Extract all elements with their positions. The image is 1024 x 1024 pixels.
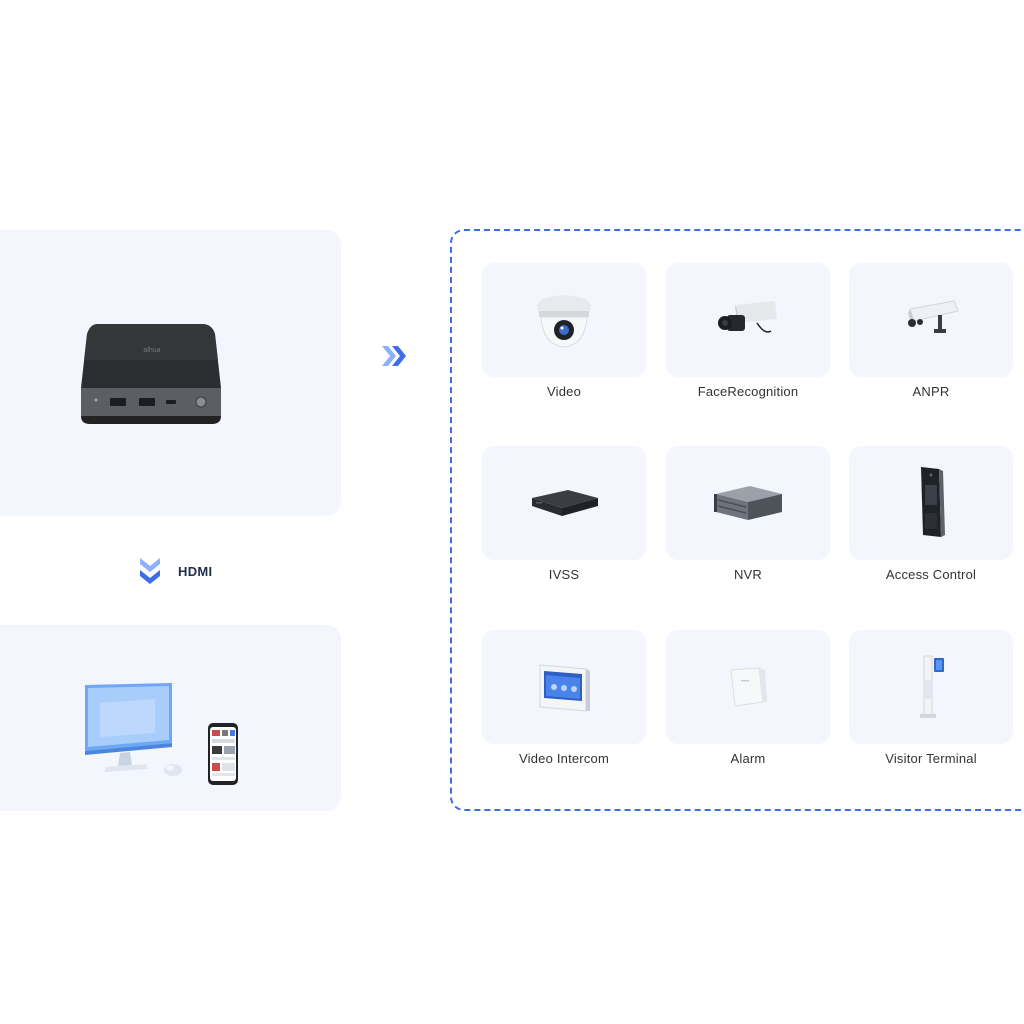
device-label: NVR — [733, 567, 763, 582]
alarm-hub-icon — [730, 667, 767, 707]
device-label: ANPR — [912, 384, 950, 399]
box-camera-icon — [718, 301, 777, 333]
nvr-rack-icon — [714, 486, 782, 520]
device-label: Visitor Terminal — [885, 751, 977, 766]
access-control-terminal-icon — [921, 467, 945, 537]
client-panel — [0, 625, 341, 811]
connected-devices-frame — [450, 229, 1024, 811]
hdmi-label: HDMI — [178, 563, 213, 579]
device-tile-access-control: Access Control — [849, 446, 1013, 582]
svg-text:alhua: alhua — [143, 347, 160, 354]
server-panel: alhua — [0, 230, 341, 516]
device-label: FaceRecognition — [697, 384, 799, 399]
dome-camera-icon — [537, 295, 591, 348]
device-tile-visitor-terminal: Visitor Terminal — [849, 630, 1013, 766]
device-label: Access Control — [885, 567, 977, 582]
device-tile-face-recognition: FaceRecognition — [666, 263, 830, 399]
device-label: Alarm — [730, 751, 766, 766]
double-chevron-down-icon — [140, 558, 160, 584]
device-tile-video: Video — [482, 263, 646, 399]
hdmi-connection: HDMI — [138, 556, 212, 586]
device-label: IVSS — [548, 567, 580, 582]
double-chevron-right-icon — [382, 346, 406, 366]
device-label: Video Intercom — [519, 751, 609, 766]
device-tile-ivss: IVSS — [482, 446, 646, 582]
device-tile-video-intercom: Video Intercom — [482, 630, 646, 766]
ivss-unit-icon — [532, 490, 598, 516]
device-tile-alarm: Alarm — [666, 630, 830, 766]
monitor-icon — [85, 683, 182, 776]
mini-pc-icon: alhua — [81, 324, 221, 424]
device-tile-anpr: ANPR — [849, 263, 1013, 399]
device-tile-nvr: NVR — [666, 446, 830, 582]
intercom-monitor-icon — [539, 664, 590, 712]
device-label: Video — [546, 384, 581, 399]
visitor-kiosk-icon — [920, 655, 944, 718]
smartphone-icon — [208, 723, 238, 785]
anpr-camera-icon — [908, 300, 959, 333]
